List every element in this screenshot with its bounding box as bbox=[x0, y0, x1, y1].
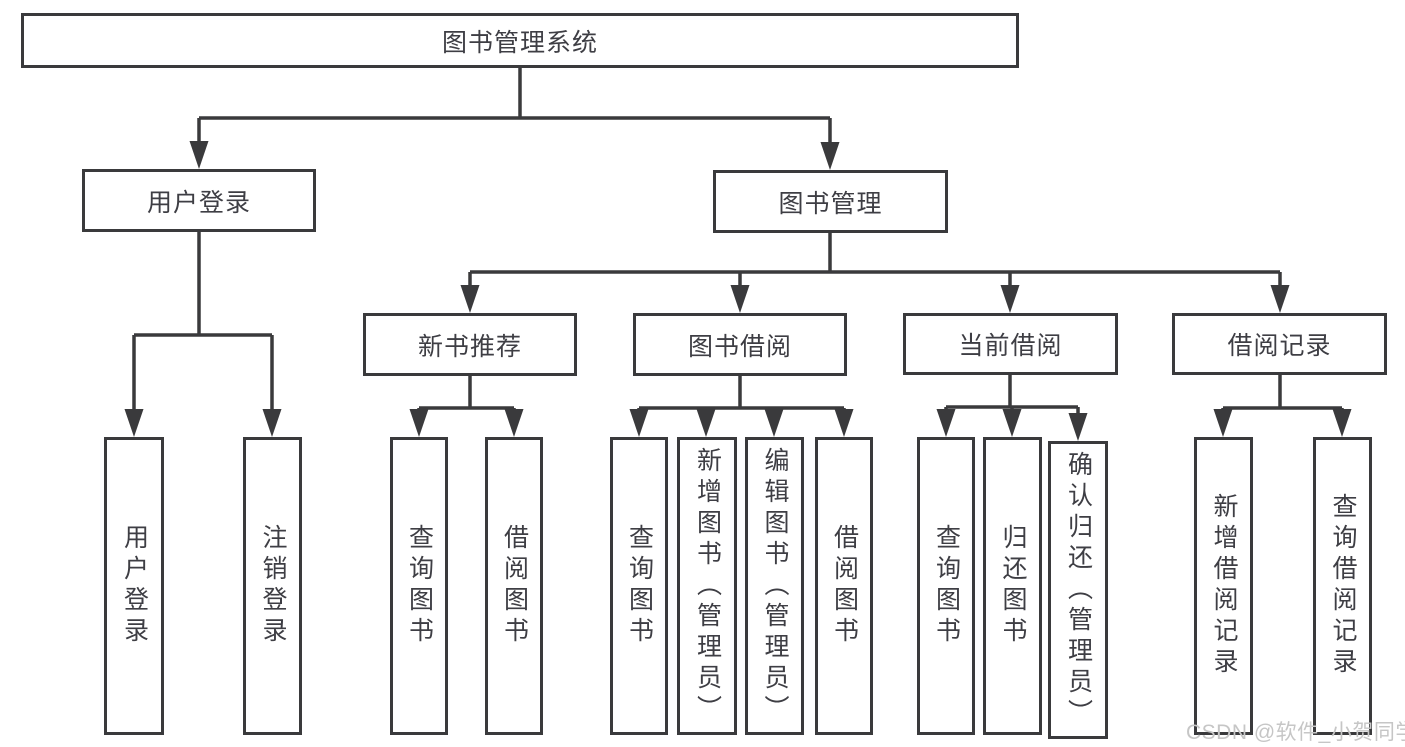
leaf-nb-borrow-books: 借阅图书 bbox=[485, 437, 543, 735]
node-user-login-group: 用户登录 bbox=[82, 169, 316, 232]
leaf-bb-query-books: 查询图书 bbox=[610, 437, 668, 735]
node-label: 注销登录 bbox=[259, 524, 287, 648]
edge-userlogin-to-leaves bbox=[124, 232, 282, 437]
arrowhead bbox=[820, 142, 840, 170]
node-book-borrow: 图书借阅 bbox=[633, 313, 847, 376]
arrowhead bbox=[730, 285, 750, 313]
arrowhead bbox=[834, 409, 854, 437]
leaf-logout: 注销登录 bbox=[243, 437, 302, 735]
node-current-borrow: 当前借阅 bbox=[903, 313, 1118, 375]
node-label: 查询图书 bbox=[625, 524, 654, 648]
arrowhead bbox=[696, 409, 716, 437]
leaf-bb-edit-books-admin: 编辑图书（管理员） bbox=[745, 437, 804, 735]
arrowhead bbox=[764, 409, 784, 437]
node-label: 新书推荐 bbox=[417, 332, 522, 361]
leaf-nb-query-books: 查询图书 bbox=[390, 437, 448, 735]
edge-root-to-level2 bbox=[189, 68, 840, 170]
arrowhead bbox=[1332, 409, 1352, 437]
edge-bookborrow-to-leaves bbox=[629, 376, 854, 437]
node-label: 借阅图书 bbox=[830, 524, 859, 648]
node-book-management: 图书管理 bbox=[713, 170, 948, 233]
node-label: 新增借阅记录 bbox=[1210, 493, 1238, 679]
leaf-br-add-record: 新增借阅记录 bbox=[1194, 437, 1253, 735]
leaf-bb-add-books-admin: 新增图书（管理员） bbox=[677, 437, 737, 735]
arrowhead bbox=[1068, 413, 1088, 441]
arrowhead bbox=[409, 409, 429, 437]
node-label: 当前借阅 bbox=[958, 332, 1063, 360]
leaf-cb-query-books: 查询图书 bbox=[917, 437, 975, 735]
connector-line bbox=[637, 376, 846, 412]
node-label: 新增图书（管理员） bbox=[693, 446, 722, 726]
node-borrow-records: 借阅记录 bbox=[1172, 313, 1387, 375]
node-label: 图书管理 bbox=[778, 189, 883, 218]
node-label: 查询借阅记录 bbox=[1329, 493, 1357, 679]
node-label: 图书借阅 bbox=[687, 332, 792, 361]
leaf-br-query-record: 查询借阅记录 bbox=[1313, 437, 1372, 735]
node-label: 归还图书 bbox=[999, 524, 1027, 648]
leaf-user-login: 用户登录 bbox=[104, 437, 164, 735]
arrowhead bbox=[124, 409, 144, 437]
arrowhead bbox=[460, 285, 480, 313]
arrowhead bbox=[1270, 285, 1290, 313]
connector-line bbox=[468, 233, 1282, 288]
node-label: 用户登录 bbox=[120, 524, 149, 648]
node-root: 图书管理系统 bbox=[21, 13, 1019, 68]
node-label: 编辑图书（管理员） bbox=[761, 446, 789, 726]
connector-line bbox=[197, 68, 832, 147]
arrowhead bbox=[504, 409, 524, 437]
node-label: 借阅图书 bbox=[500, 524, 529, 648]
connector-line bbox=[417, 376, 516, 412]
edge-newbookrec-to-leaves bbox=[409, 376, 524, 437]
node-label: 查询图书 bbox=[932, 524, 961, 648]
arrowhead bbox=[936, 409, 956, 437]
arrowhead bbox=[1002, 409, 1022, 437]
arrowhead bbox=[1000, 285, 1020, 313]
edge-bookmgmt-to-level3 bbox=[460, 233, 1290, 313]
node-label: 借阅记录 bbox=[1227, 332, 1332, 360]
node-new-book-recommend: 新书推荐 bbox=[363, 313, 577, 376]
node-label: 查询图书 bbox=[405, 524, 434, 648]
leaf-cb-return-books: 归还图书 bbox=[983, 437, 1042, 735]
leaf-cb-confirm-return-admin: 确认归还（管理员） bbox=[1048, 441, 1108, 739]
connector-line bbox=[132, 232, 274, 412]
node-label: 用户登录 bbox=[146, 188, 251, 217]
arrowhead bbox=[1213, 409, 1233, 437]
arrowhead bbox=[189, 141, 209, 169]
arrowhead bbox=[629, 409, 649, 437]
node-label: 确认归还（管理员） bbox=[1064, 450, 1093, 730]
edge-borrowrecords-to-leaves bbox=[1213, 375, 1352, 437]
node-label: 图书管理系统 bbox=[441, 28, 598, 57]
connector-line bbox=[1221, 375, 1344, 412]
watermark: CSDN @软件_小贺同学 bbox=[1186, 721, 1405, 744]
arrowhead bbox=[262, 409, 282, 437]
edge-currentborrow-to-leaves bbox=[936, 375, 1088, 441]
leaf-bb-borrow-books: 借阅图书 bbox=[815, 437, 873, 735]
